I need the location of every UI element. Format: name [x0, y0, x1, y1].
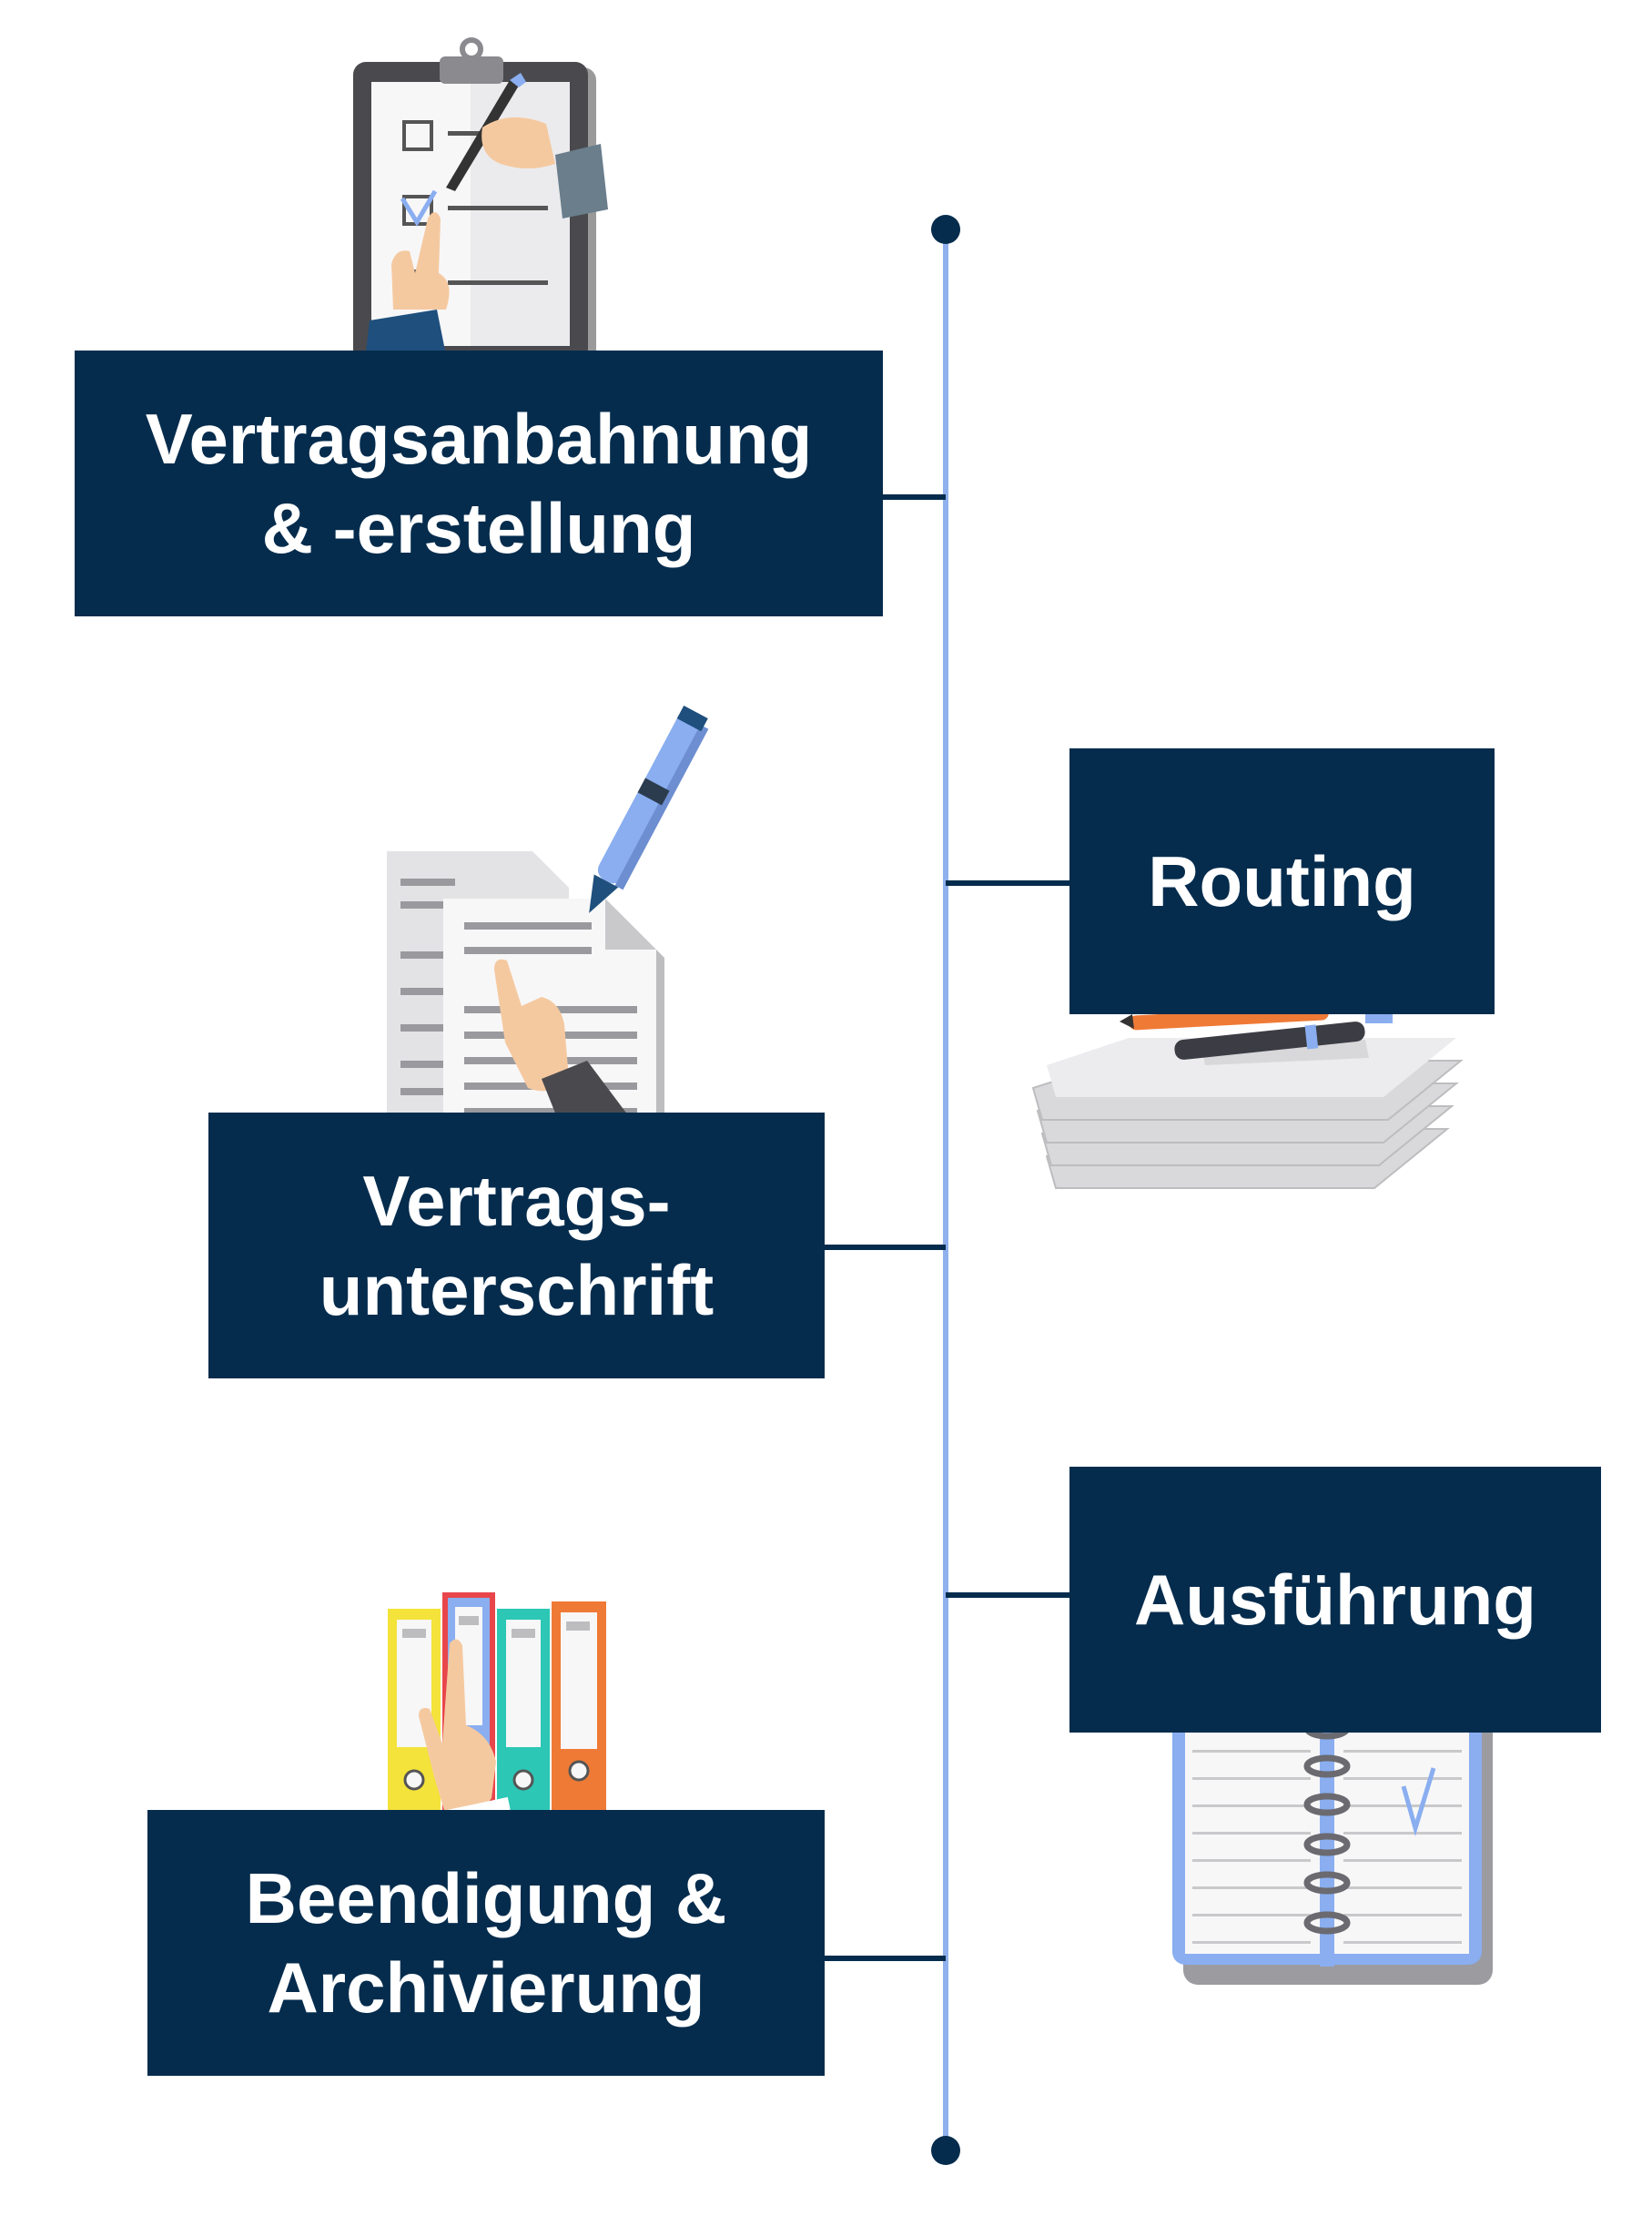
step-label-line: unterschrift	[319, 1250, 715, 1330]
timeline-line	[943, 229, 948, 2149]
step-vertragsanbahnung: Vertragsanbahnung & -erstellung	[75, 351, 883, 616]
paper-stack-pens-icon	[1031, 1005, 1464, 1189]
step-label-line: Vertragsanbahnung	[145, 399, 813, 479]
step-routing: Routing	[1069, 748, 1495, 1014]
document-signing-pen-icon	[387, 706, 709, 1147]
step-label-line: Vertrags-	[362, 1161, 671, 1241]
step-unterschrift: Vertrags- unterschrift	[208, 1113, 825, 1378]
timeline-start-dot	[931, 215, 960, 244]
connector-vertragsanbahnung	[883, 494, 946, 500]
step-label-line: & -erstellung	[261, 488, 696, 568]
step-ausfuehrung: Ausführung	[1069, 1467, 1601, 1733]
timeline-end-dot	[931, 2136, 960, 2165]
step-label-line: Ausführung	[1134, 1560, 1536, 1640]
step-archivierung: Beendigung & Archivierung	[147, 1810, 825, 2076]
connector-archivierung	[825, 1956, 946, 1961]
clipboard-checklist-icon	[353, 37, 608, 368]
connector-routing	[946, 880, 1069, 886]
step-label-line: Archivierung	[267, 1947, 705, 2028]
planner-notebook-icon	[1172, 1675, 1493, 1985]
archive-binders-icon	[388, 1592, 606, 1853]
connector-unterschrift	[825, 1245, 946, 1250]
step-label-line: Beendigung &	[245, 1858, 727, 1938]
connector-ausfuehrung	[946, 1592, 1069, 1598]
step-label-line: Routing	[1148, 841, 1416, 921]
